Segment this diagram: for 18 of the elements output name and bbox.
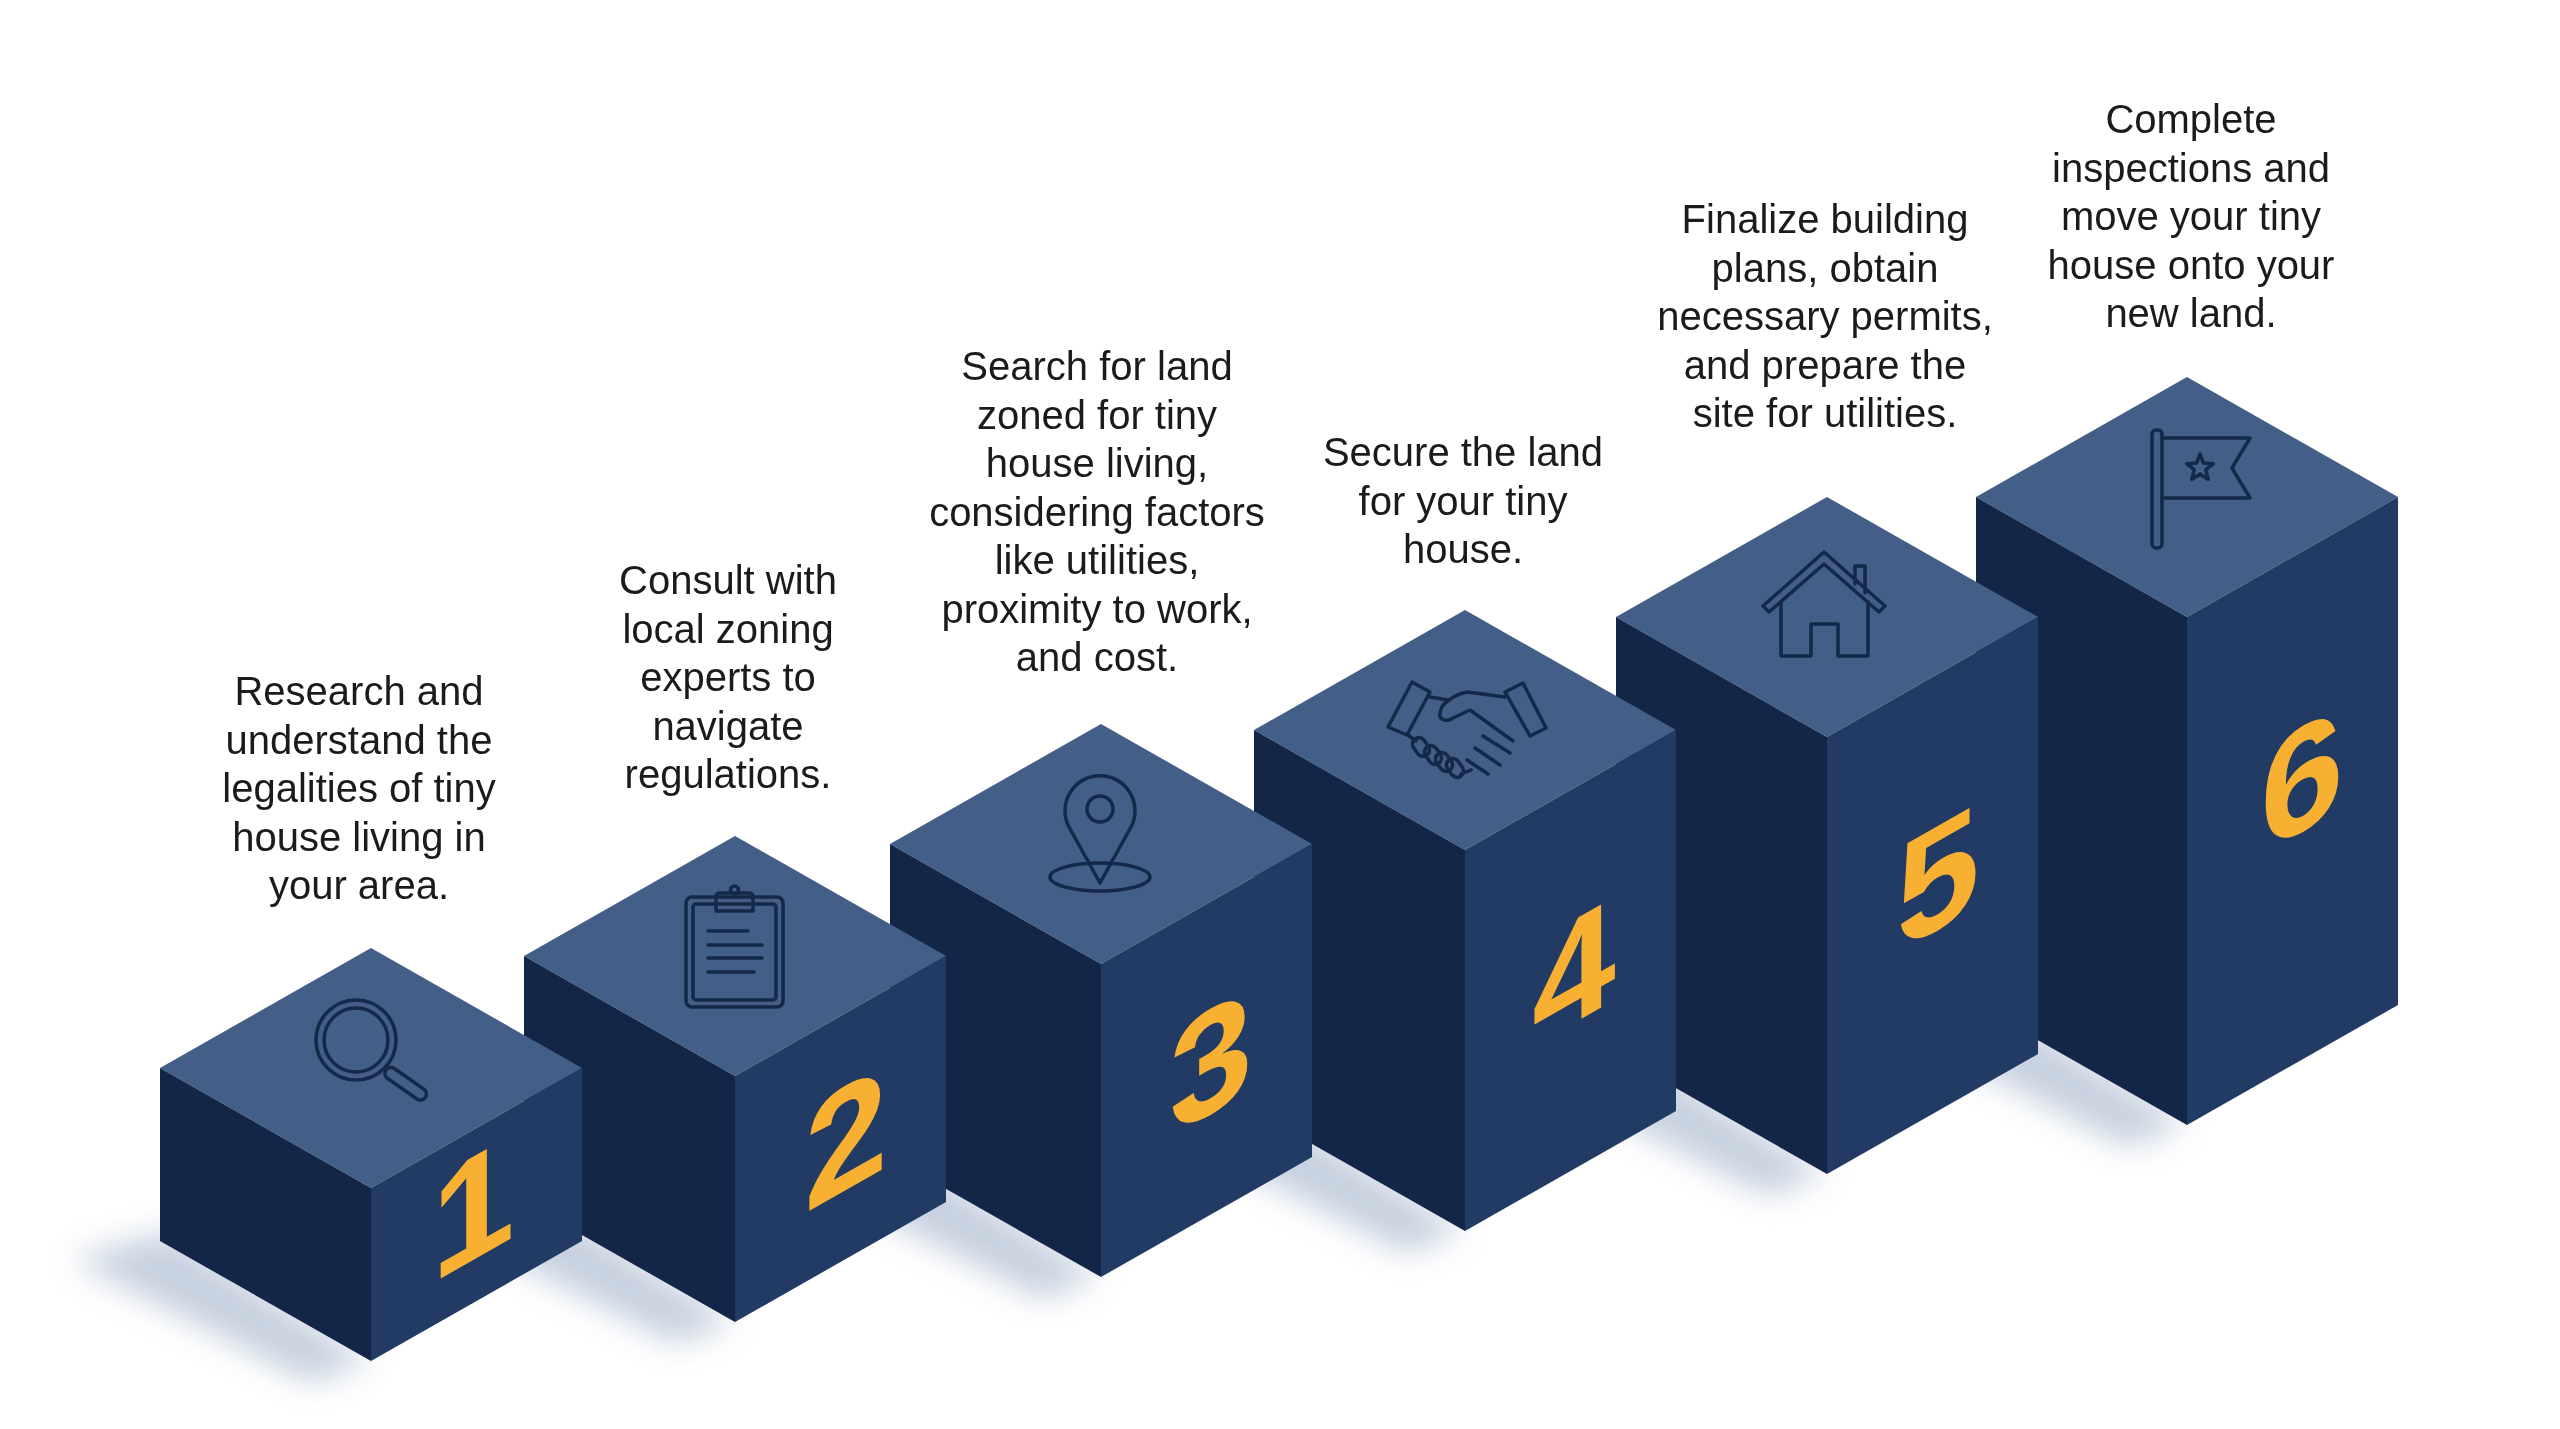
step-number: 2 (804, 1054, 888, 1222)
isometric-block (1616, 497, 2038, 1174)
step-description: Search for land zoned for tiny house living, considering factors like utilities, proximity to work, and cost. (928, 343, 1266, 681)
isometric-block (160, 948, 582, 1361)
isometric-block (524, 836, 946, 1322)
step-number: 1 (431, 1124, 515, 1292)
isometric-block (890, 724, 1312, 1277)
step-number: 5 (1896, 793, 1980, 961)
step-description: Finalize building plans, obtain necessary permits, and prepare the site for utilities. (1656, 196, 1994, 437)
step-description: Consult with local zoning experts to navigate regulations. (618, 557, 838, 798)
step-number: 6 (2260, 695, 2344, 863)
step-number: 4 (1532, 887, 1616, 1055)
isometric-block (1254, 610, 1676, 1231)
step-description: Complete inspections and move your tiny house onto your new land. (2046, 96, 2336, 337)
step-description: Research and understand the legalities of tiny house living in your area. (221, 668, 497, 909)
isometric-block (1976, 377, 2398, 1125)
step-description: Secure the land for your tiny house. (1321, 429, 1605, 573)
step-number: 3 (1169, 977, 1253, 1145)
